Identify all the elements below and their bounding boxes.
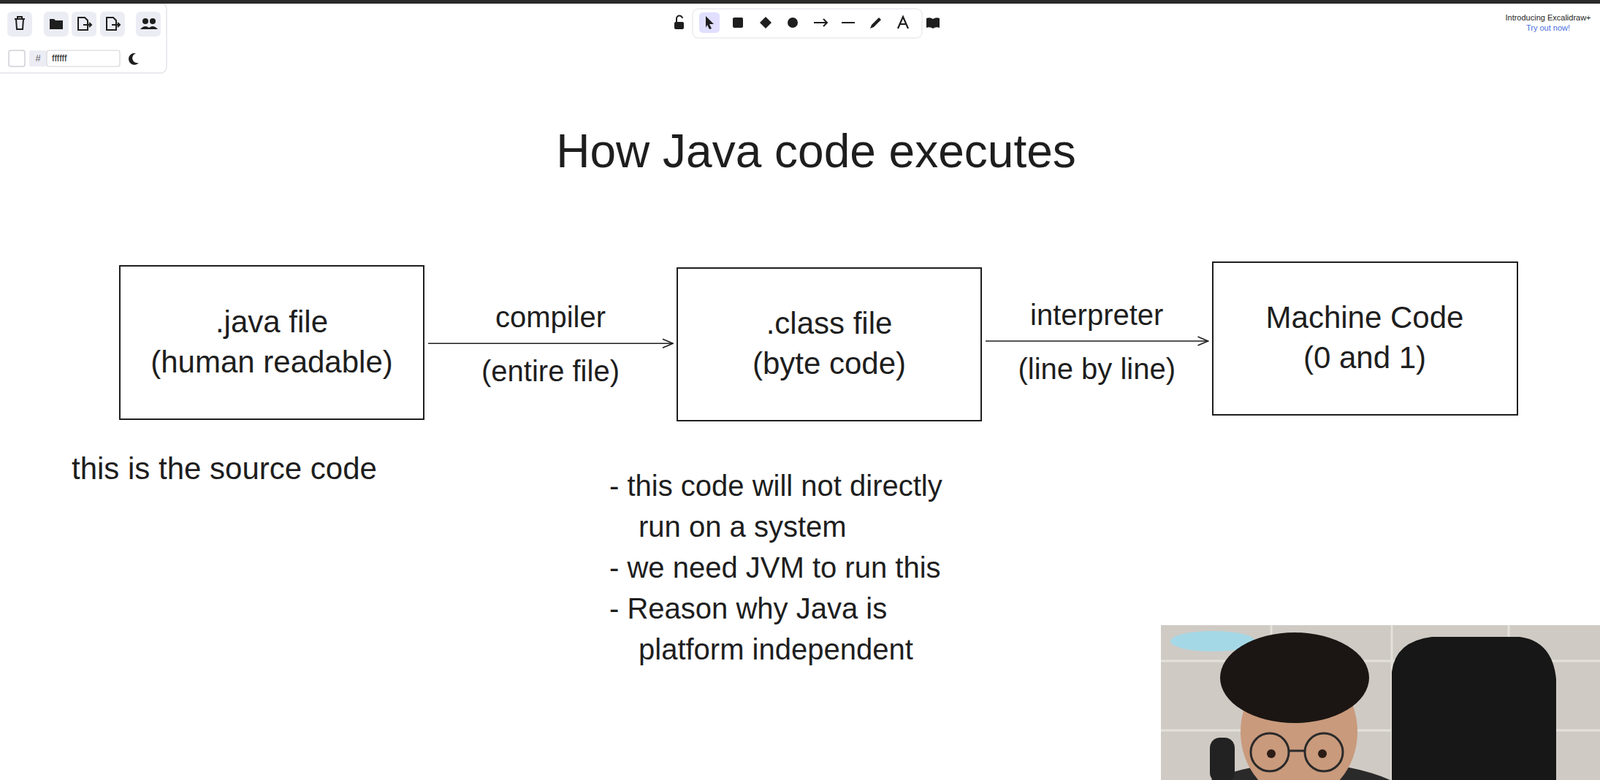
diagram-title: How Java code executes [555, 123, 1077, 180]
edge-note: (line by line) [1013, 351, 1180, 387]
process-box: Machine Code(0 and 1) [1212, 261, 1519, 416]
ellipse-tool [787, 17, 798, 28]
folder-icon [49, 18, 63, 30]
box-text: Machine Code [1266, 298, 1465, 339]
hex-prefix: # [29, 52, 47, 65]
toolbar-panel [692, 8, 923, 38]
trash-icon [14, 16, 25, 30]
selected-tool [699, 12, 720, 33]
lock-icon [674, 21, 684, 30]
tool-button [7, 11, 33, 37]
webcam-overlay [1160, 625, 1600, 780]
promo-link: Try out now! [1499, 22, 1598, 33]
library-icon [926, 17, 940, 29]
export-icon [78, 17, 92, 30]
glasses [1304, 733, 1343, 772]
line-tool [841, 21, 855, 24]
people-icon [149, 18, 156, 25]
people-icon [142, 18, 149, 25]
box-text: (byte code) [752, 344, 906, 385]
eye [1266, 749, 1276, 759]
menu-panel [0, 2, 167, 74]
edge-label: compiler [490, 299, 611, 335]
people-icon [140, 26, 158, 30]
box-text: (human readable) [150, 342, 394, 383]
diamond-tool [759, 16, 772, 29]
export-image-icon [106, 17, 120, 30]
window-top-bar [0, 0, 1600, 4]
lock-icon [676, 15, 683, 22]
tool-button [135, 11, 161, 37]
glasses [1288, 750, 1305, 753]
chair [1391, 637, 1557, 780]
promo-text: Introducing Excalidraw+ [1499, 12, 1598, 23]
text-tool [897, 16, 909, 29]
edge-label: interpreter [1025, 297, 1168, 333]
pencil-tool [870, 17, 882, 29]
moon-icon [128, 53, 139, 66]
hex-prefix-box [29, 50, 47, 67]
bullet-note: - this code will not directly run on a s… [609, 465, 968, 548]
arrow-tool [813, 18, 828, 27]
microphone [1209, 737, 1235, 780]
rectangle-tool [732, 17, 744, 28]
edge-note: (entire file) [477, 353, 624, 389]
bullet-note: - Reason why Java is platform independen… [609, 588, 960, 670]
process-box: .class file(byte code) [676, 267, 982, 422]
flow-arrow [985, 340, 1209, 342]
box-text: .class file [766, 303, 893, 345]
bullet-note: - we need JVM to run this [609, 547, 942, 589]
color-input [46, 50, 120, 67]
color-input-value: ffffff [51, 52, 68, 65]
tool-button [71, 11, 97, 37]
hair [1220, 632, 1370, 724]
tool-button [100, 11, 125, 37]
color-swatch [8, 50, 25, 67]
eye [1317, 749, 1327, 759]
pointer-icon [705, 16, 714, 30]
annotation: this is the source code [71, 449, 377, 490]
process-box: .java file(human readable) [119, 265, 425, 421]
box-text: .java file [215, 302, 329, 343]
tool-button [43, 11, 69, 37]
flow-arrow [428, 342, 673, 345]
box-text: (0 and 1) [1303, 338, 1427, 379]
glasses [1250, 733, 1289, 772]
